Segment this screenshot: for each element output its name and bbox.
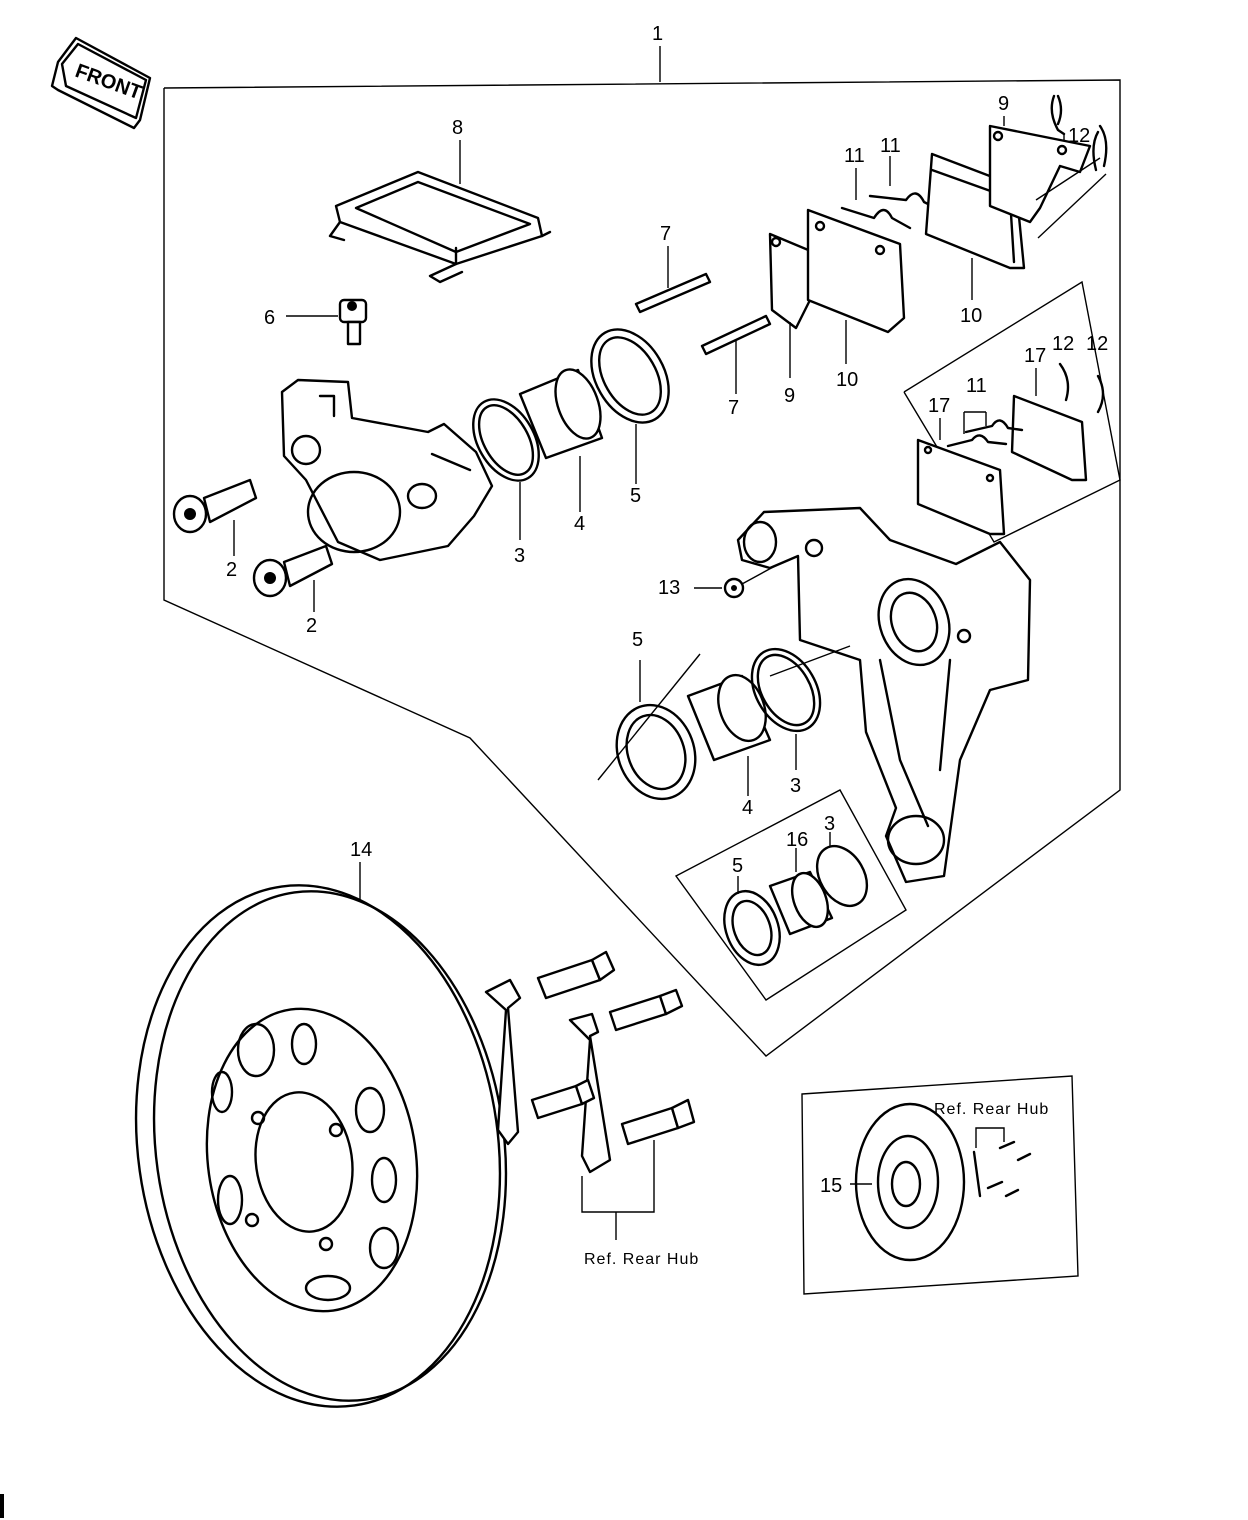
pad-clip-upper-a: [1050, 94, 1066, 140]
label-10-lower: 10: [836, 369, 858, 391]
label-17-a: 17: [1024, 345, 1046, 367]
label-9-upper: 9: [998, 93, 1009, 115]
pad-spring-a: [840, 168, 912, 230]
label-3-lower: 3: [790, 775, 801, 797]
disc-bolt-c: [530, 1078, 596, 1120]
brake-disc-part: [134, 862, 508, 1408]
alt-disc-inset-box: [801, 1075, 1079, 1295]
alt-piston-set-box: [674, 789, 907, 1001]
label-2-upper: 2: [226, 559, 237, 581]
label-3-box: 3: [824, 813, 835, 835]
label-5-box: 5: [732, 855, 743, 877]
piston-upper: [518, 368, 604, 512]
label-11-c: 11: [966, 375, 987, 397]
label-14: 14: [350, 839, 372, 861]
disc-bolt-d: [620, 1098, 696, 1146]
disc-bolt-b: [608, 988, 684, 1032]
pad-spring-b: [868, 156, 946, 214]
pad-clip-upper-b: [1035, 124, 1108, 239]
label-4-lower: 4: [742, 797, 753, 819]
pad-shim-upper: [988, 116, 1092, 224]
label-5-upper: 5: [630, 485, 641, 507]
label-11-b: 11: [880, 135, 901, 157]
piston-seal-lower: [750, 645, 851, 770]
label-3-upper: 3: [514, 545, 525, 567]
label-2-lower: 2: [306, 615, 317, 637]
rear-hub-reference-main: Ref. Rear Hub: [584, 1251, 699, 1268]
label-5-lower: 5: [632, 629, 643, 651]
dust-seal-upper: [590, 328, 670, 484]
piston-seal-upper: [472, 398, 540, 540]
disc-bolt-a: [536, 950, 616, 1000]
pad-pin-lower: [700, 314, 772, 394]
label-9-lower: 9: [784, 385, 795, 407]
label-12-upper: 12: [1068, 125, 1090, 147]
label-10-upper: 10: [960, 305, 982, 327]
piston-lower: [686, 673, 772, 796]
pad-pin-upper: [634, 246, 712, 314]
caliper-body-left: [280, 378, 494, 562]
label-15: 15: [820, 1175, 842, 1197]
label-13: 13: [658, 577, 680, 599]
label-8: 8: [452, 117, 463, 139]
label-7-lower: 7: [728, 397, 739, 419]
part-labels: 1 8 6 7 7 9 9 10 10 11 11 11 12 12 12 17…: [226, 23, 1108, 1197]
pad-cover-part: [328, 140, 552, 284]
label-11-a: 11: [844, 145, 865, 167]
rear-hub-reference-inset: Ref. Rear Hub: [934, 1101, 1049, 1118]
caliper-bracket-right: [736, 506, 1032, 884]
caliper-bolt-upper: [172, 478, 258, 556]
label-7-upper: 7: [660, 223, 671, 245]
dust-seal-lower: [597, 653, 701, 801]
label-6: 6: [264, 307, 275, 329]
scan-edge-mark: [0, 1494, 4, 1518]
brake-pad-lower: [806, 208, 906, 364]
label-12-box-a: 12: [1052, 333, 1074, 355]
label-17-b: 17: [928, 395, 950, 417]
label-4-upper: 4: [574, 513, 585, 535]
label-16: 16: [786, 829, 808, 851]
alt-pad-set-box: [903, 280, 1121, 543]
rear-hub-bracket-main: [581, 1140, 655, 1240]
label-12-box-b: 12: [1086, 333, 1108, 355]
caliper-bolt-lower: [252, 544, 334, 612]
bleeder-valve-part: [286, 298, 368, 346]
caliper-assembly-outline: [163, 46, 1121, 1057]
disc-lock-plate-a: [484, 978, 522, 1146]
label-1: 1: [652, 23, 663, 45]
front-arrow-icon: FRONT: [50, 36, 152, 130]
